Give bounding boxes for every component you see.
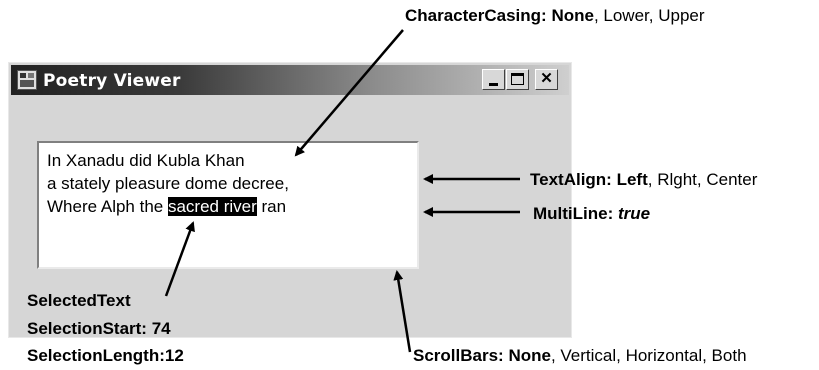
arrow-character-casing	[294, 29, 404, 157]
maximize-icon	[511, 73, 524, 85]
minimize-icon	[489, 83, 498, 86]
annotation-selection-length: SelectionLength:12	[27, 346, 184, 365]
close-icon: ✕	[540, 70, 553, 87]
annotation-scrollbars: ScrollBars: None, Vertical, Horizontal, …	[413, 346, 747, 365]
poem-line-1: In Xanadu did Kubla Khan	[47, 151, 245, 170]
app-icon[interactable]	[17, 70, 37, 90]
arrow-selected-text	[164, 221, 195, 297]
selected-text-highlight: sacred river	[167, 197, 257, 216]
annotation-selection-start: SelectionStart: 74	[27, 319, 171, 338]
annotation-text-align: TextAlign: Left, Rlght, Center	[530, 170, 758, 189]
close-button[interactable]: ✕	[535, 69, 558, 90]
arrow-scrollbars	[393, 270, 412, 353]
annotation-character-casing: CharacterCasing: None, Lower, Upper	[405, 6, 705, 25]
poem-line-2: a stately pleasure dome decree,	[47, 174, 289, 193]
maximize-button[interactable]	[506, 69, 529, 90]
poem-line-3-before: Where Alph the	[47, 197, 168, 216]
minimize-button[interactable]	[482, 69, 505, 90]
poem-line-3: Where Alph the sacred river ran	[47, 197, 286, 217]
poem-textbox[interactable]: In Xanadu did Kubla Khan a stately pleas…	[37, 141, 419, 269]
poetry-viewer-window: Poetry Viewer ✕ In Xanadu did Kubla Khan…	[8, 62, 572, 338]
annotation-multiline: MultiLine: true	[533, 204, 651, 223]
window-title: Poetry Viewer	[43, 71, 181, 91]
annotation-selected-text: SelectedText	[27, 291, 131, 310]
title-bar[interactable]: Poetry Viewer ✕	[11, 65, 569, 95]
poem-line-3-after: ran	[256, 197, 287, 216]
